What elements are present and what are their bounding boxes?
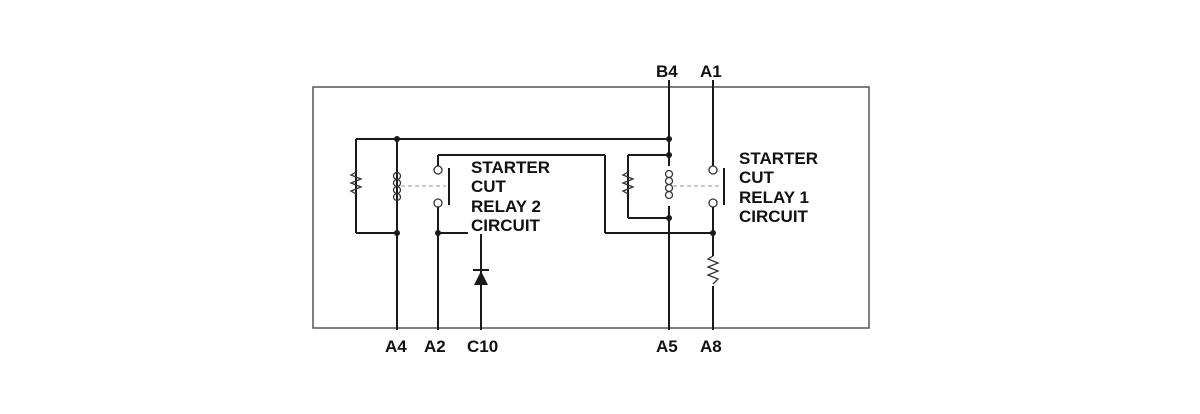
pin-label-a1: A1: [700, 62, 722, 81]
diode-symbol: [473, 269, 489, 285]
a8-resistor-symbol: [706, 255, 720, 286]
pin-label-b4: B4: [656, 62, 678, 81]
pin-label-c10: C10: [467, 337, 498, 356]
relay1-caption-line4: CIRCUIT: [739, 207, 809, 226]
pin-label-a4: A4: [385, 337, 407, 356]
relay1-resistor-symbol: [621, 171, 635, 195]
relay1-caption: STARTER CUT RELAY 1 CIRCUIT: [739, 149, 818, 226]
relay1-coil-symbol: [664, 166, 674, 206]
relay2-resistor-symbol: [349, 171, 363, 195]
relay1-caption-line1: STARTER: [739, 149, 818, 168]
relay2-caption-line3: RELAY 2: [471, 197, 541, 216]
pin-label-a2: A2: [424, 337, 446, 356]
module-frame: [312, 86, 870, 329]
relay1-caption-line3: RELAY 1: [739, 188, 809, 207]
junction-dots: [394, 136, 716, 236]
relay2-caption: STARTER CUT RELAY 2 CIRCUIT: [468, 156, 566, 235]
relay2-caption-line4: CIRCUIT: [471, 216, 541, 235]
pin-label-a5: A5: [656, 337, 678, 356]
relay2-switch-symbol: [433, 165, 450, 208]
relay2-coil-symbol: [392, 171, 402, 202]
relay1-caption-line2: CUT: [739, 168, 775, 187]
relay2-caption-line2: CUT: [471, 177, 507, 196]
pin-label-a8: A8: [700, 337, 722, 356]
relay2-caption-line1: STARTER: [471, 158, 550, 177]
relay1-switch-symbol: [708, 165, 725, 208]
